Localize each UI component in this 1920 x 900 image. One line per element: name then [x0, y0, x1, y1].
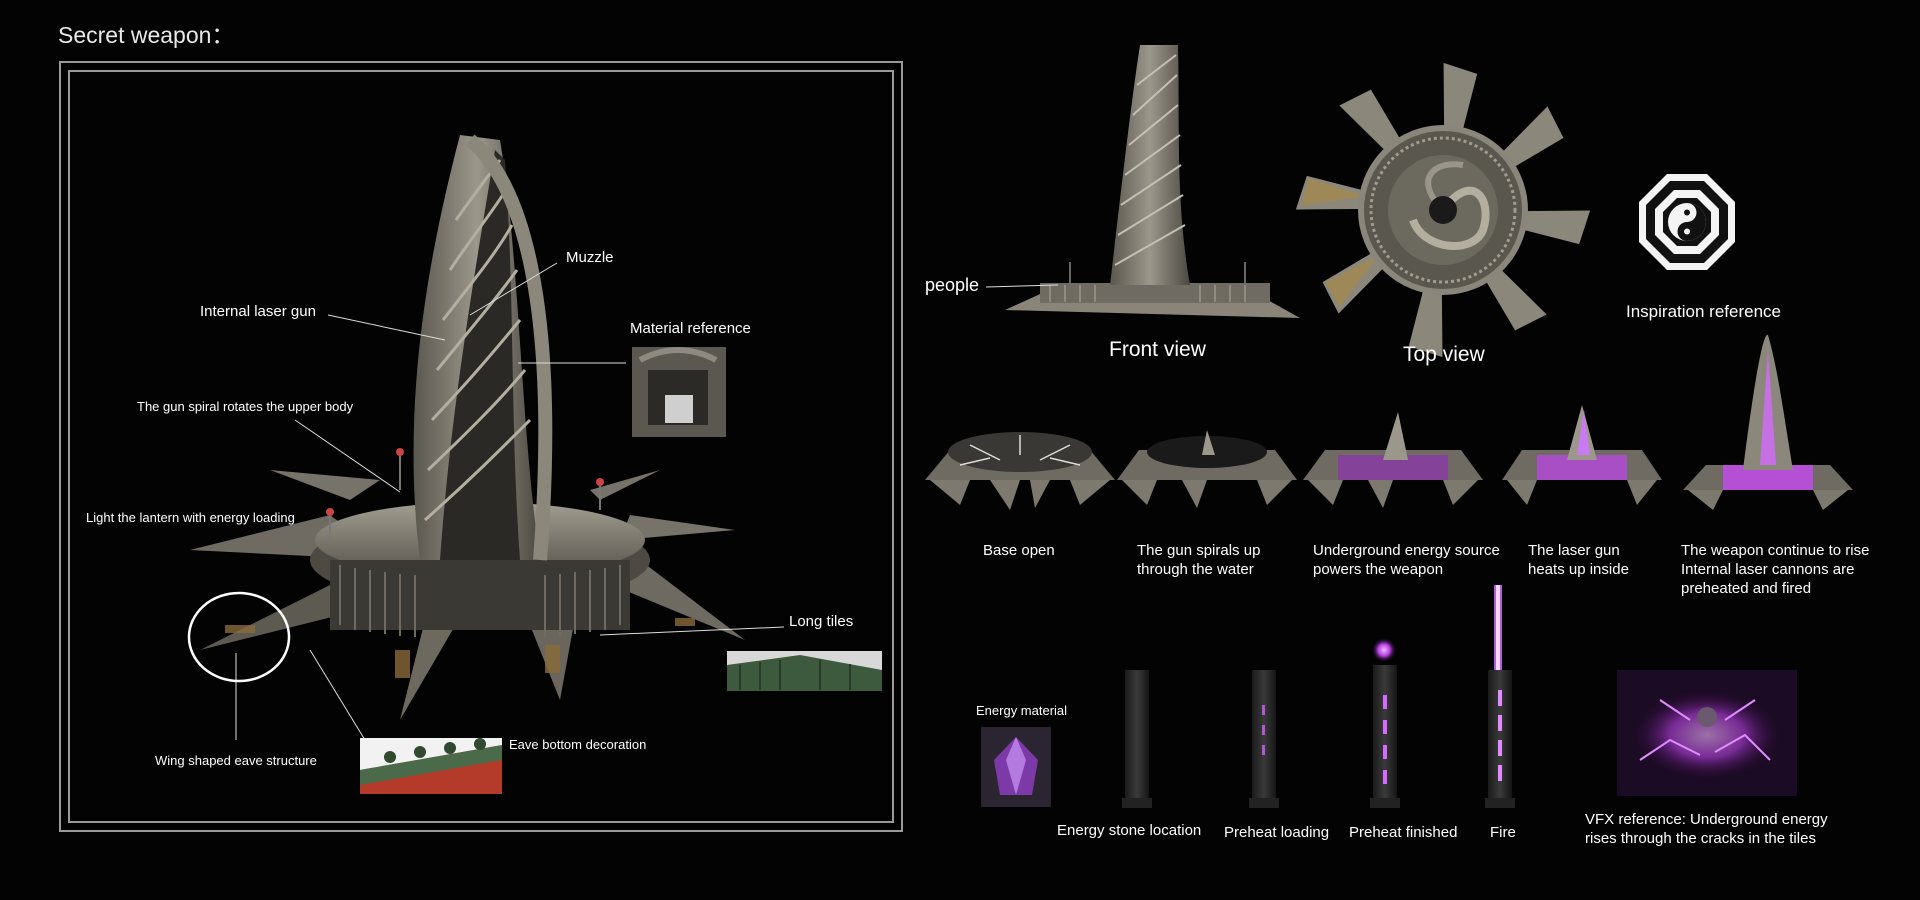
main-frame-outer	[59, 61, 903, 832]
fire-pillar	[1485, 585, 1515, 808]
energy-stage-caption-2: Preheat loading	[1224, 824, 1330, 841]
sequence-caption-1: Base open	[983, 542, 1055, 559]
preheat-finished-pillar	[1370, 638, 1400, 808]
energy-material-image	[981, 727, 1051, 807]
top-view-image	[1295, 62, 1591, 358]
main-tower	[190, 134, 745, 720]
energy-stone-pillar	[1122, 670, 1152, 808]
top-view-label: Top view	[1403, 343, 1485, 366]
eave-bottom-label: Eave bottom decoration	[509, 737, 647, 752]
people-label: people	[925, 275, 980, 295]
yin-yang-bagua-icon	[1639, 174, 1735, 270]
long-tiles-reference-image	[727, 651, 882, 691]
gun-spiral-label: The gun spiral rotates the upper body	[137, 399, 354, 414]
people-leader-line	[985, 284, 1059, 288]
sequence-caption-4: The laser gun heats up inside	[1528, 542, 1629, 578]
muzzle-label: Muzzle	[566, 249, 614, 266]
sequence-image-3	[1303, 412, 1483, 508]
energy-material-label: Energy material	[976, 703, 1068, 718]
vfx-reference-image	[1617, 670, 1797, 796]
material-reference-label: Material reference	[630, 320, 751, 337]
sequence-image-1	[925, 432, 1115, 510]
sequence-image-2	[1117, 430, 1297, 508]
sequence-caption-5: The weapon continue to rise Internal las…	[1681, 542, 1870, 597]
page-title: Secret weapon：	[58, 22, 235, 48]
inspiration-reference-label: Inspiration reference	[1626, 302, 1781, 321]
annotation-leaders	[235, 262, 785, 741]
front-view-image	[1005, 45, 1300, 318]
sequence-image-4	[1502, 405, 1662, 505]
long-tiles-label: Long tiles	[789, 613, 854, 630]
sequence-caption-3: Underground energy source powers the wea…	[1313, 542, 1500, 578]
energy-stage-caption-1: Energy stone location	[1057, 822, 1202, 839]
energy-stage-caption-3: Preheat finished	[1349, 824, 1458, 841]
internal-laser-gun-label: Internal laser gun	[200, 303, 316, 320]
eave-highlight-circle	[187, 591, 291, 683]
lantern-label: Light the lantern with energy loading	[86, 510, 295, 525]
material-reference-image	[632, 347, 726, 437]
eave-bottom-reference-image	[360, 738, 502, 794]
vfx-caption: VFX reference: Underground energy rises …	[1585, 811, 1828, 847]
main-frame-inner	[68, 70, 894, 823]
sequence-image-5	[1683, 334, 1853, 510]
energy-stage-caption-4: Fire	[1490, 824, 1516, 841]
sequence-caption-2: The gun spirals up through the water	[1137, 542, 1261, 578]
front-view-label: Front view	[1109, 338, 1206, 361]
preheat-loading-pillar	[1249, 670, 1279, 808]
wing-eave-label: Wing shaped eave structure	[155, 753, 317, 768]
